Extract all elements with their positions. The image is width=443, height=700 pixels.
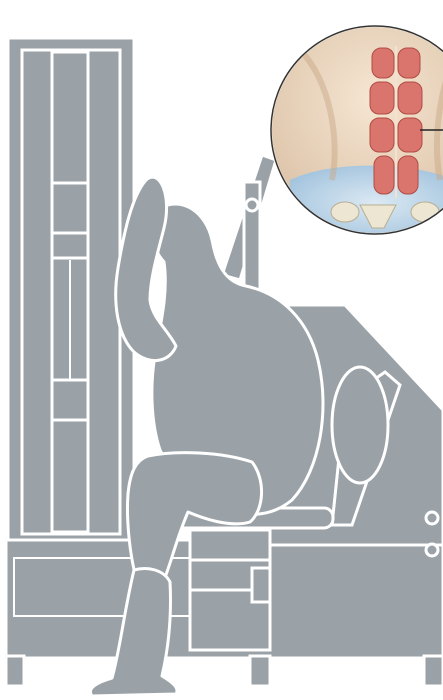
anatomy-inset: [270, 25, 443, 240]
